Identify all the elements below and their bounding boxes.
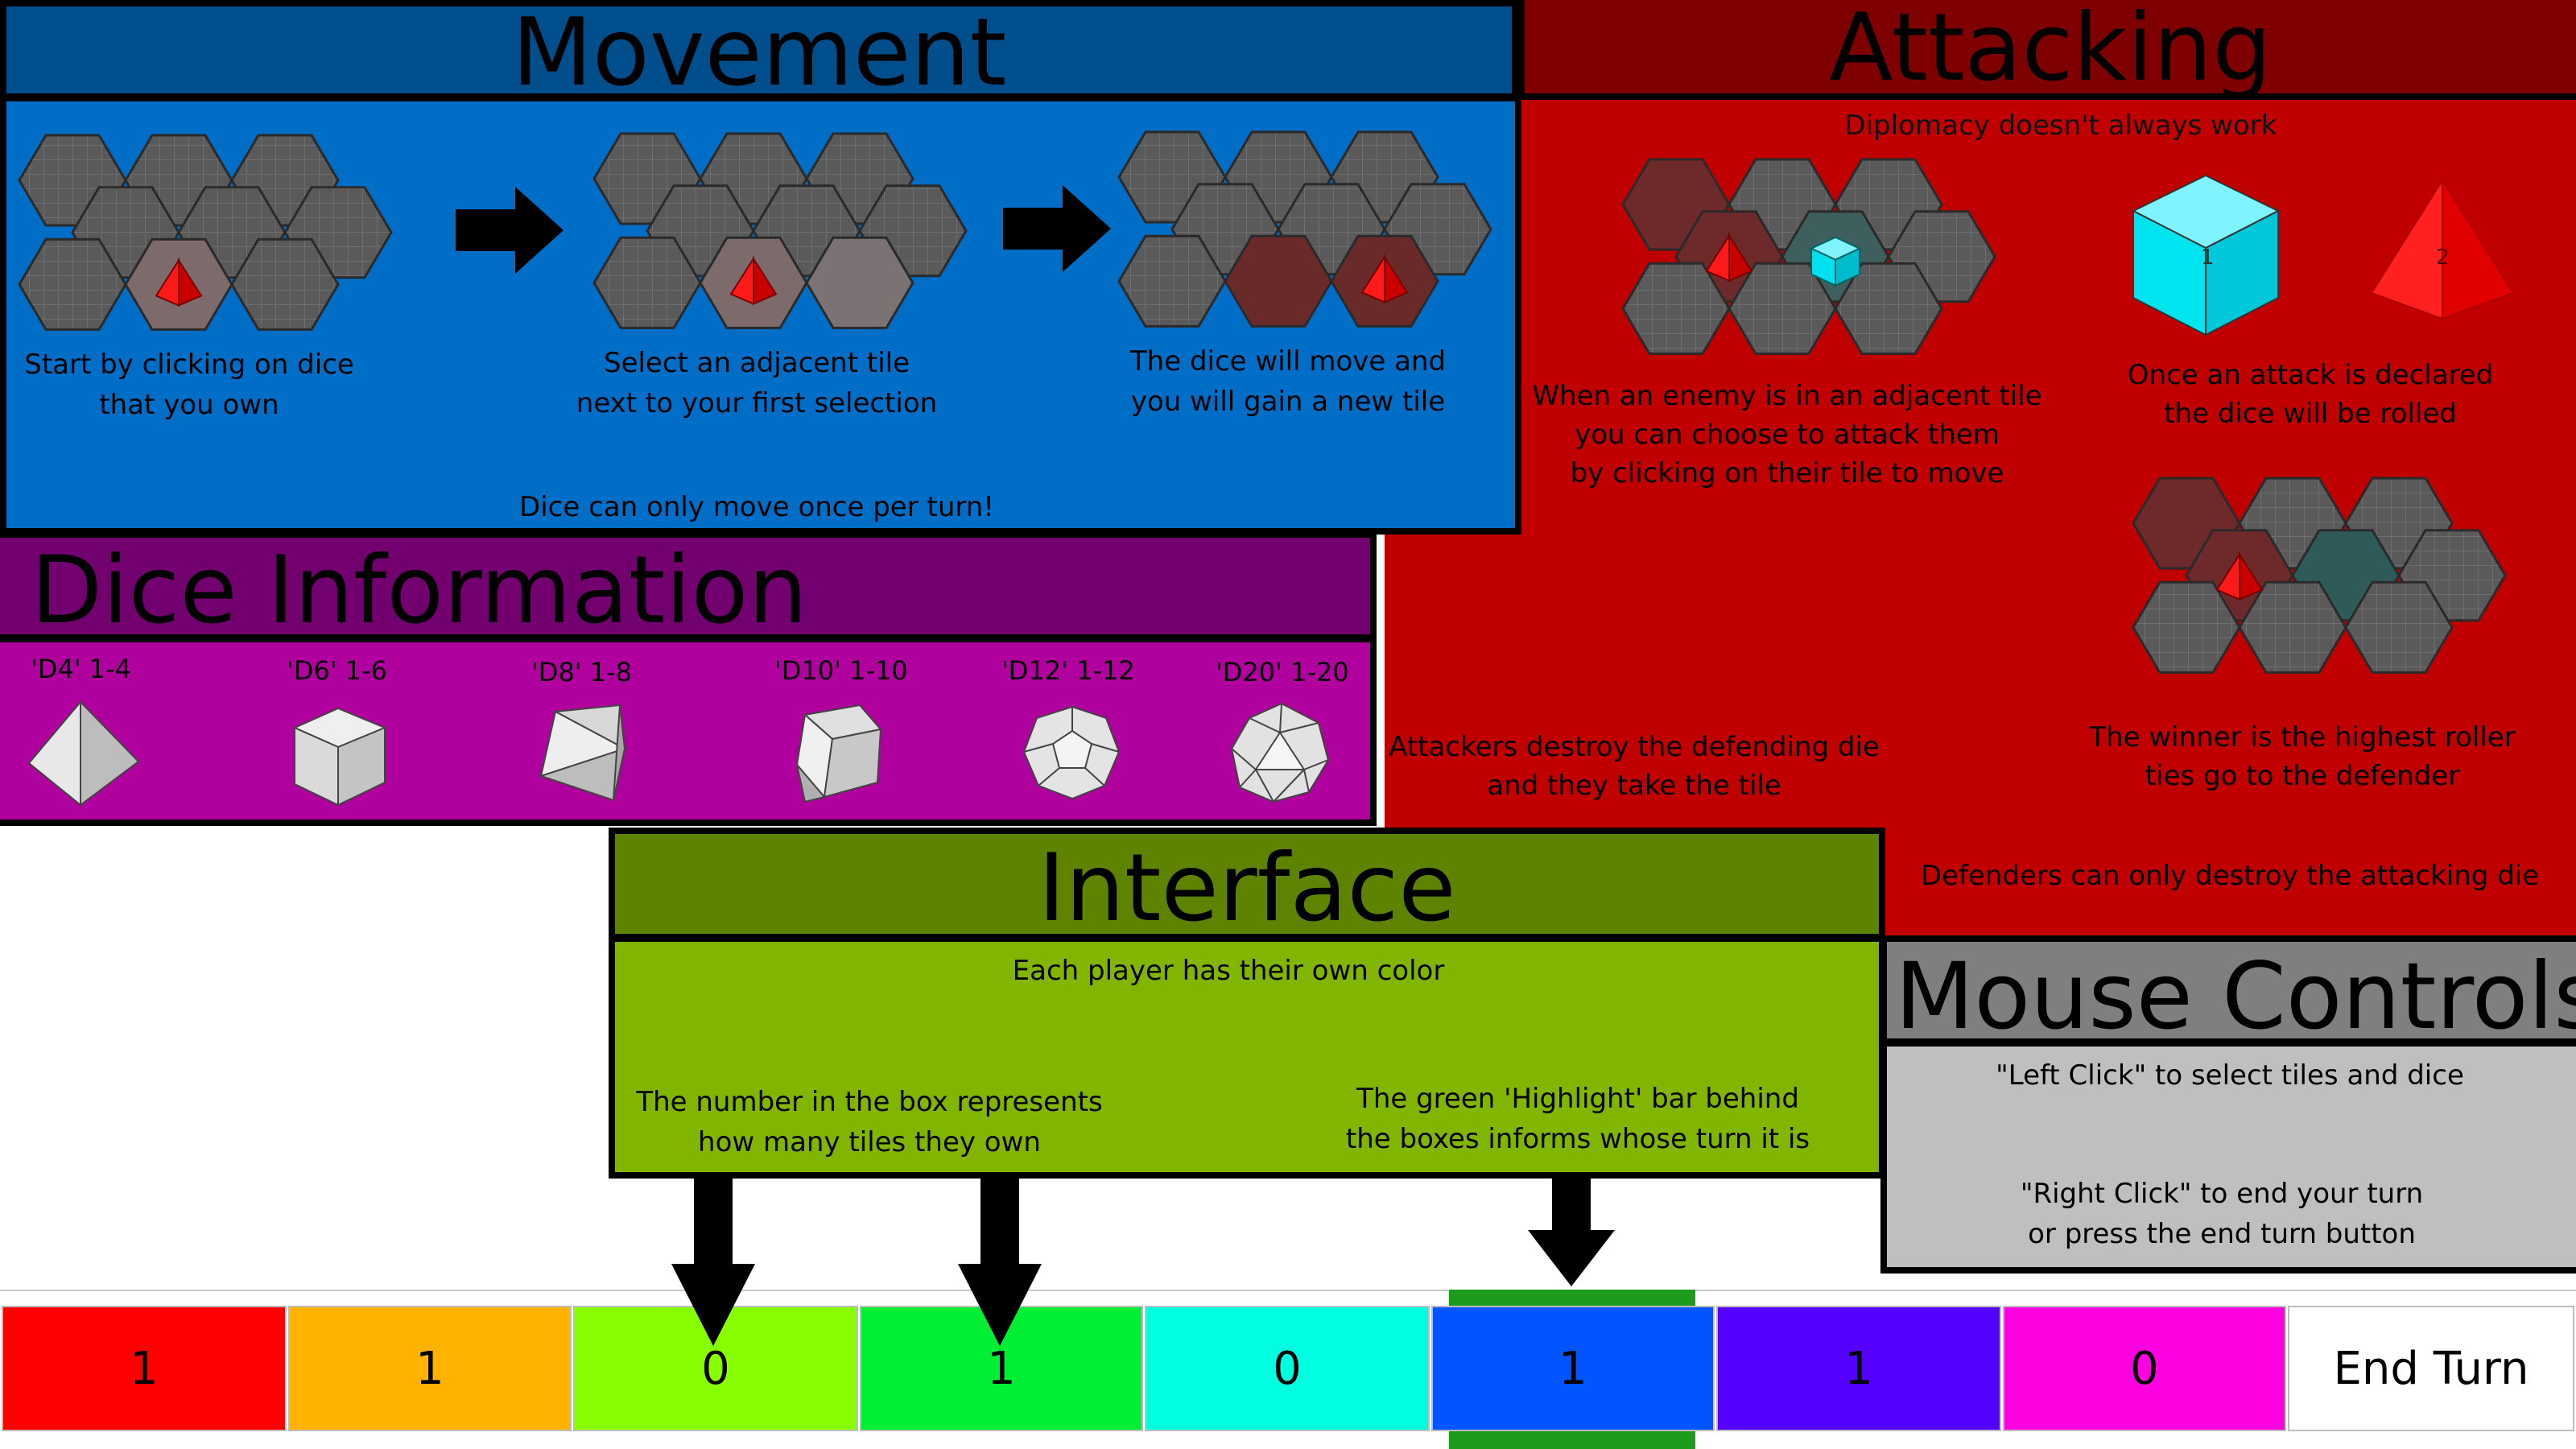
arrow-down-icon [671, 1179, 755, 1346]
cyan-die-icon [1835, 247, 1860, 287]
hex-tile [1117, 234, 1227, 328]
hex-tile [2132, 580, 2241, 674]
attacking-title: Attacking [1829, 0, 2272, 100]
movement-step2-text: Select an adjacent tile next to your fir… [576, 347, 938, 419]
hex-tile [18, 237, 127, 331]
player-tile-count: 1 [415, 1342, 444, 1395]
red-die-icon [178, 257, 203, 307]
player-tile-count: 1 [1558, 1342, 1587, 1395]
interface-highlight-text: The green 'Highlight' bar behind the box… [1345, 1083, 1810, 1155]
dice-label-d10: 'D10' 1-10 [774, 655, 908, 686]
mouse-title: Mouse Controls [1895, 943, 2576, 1050]
player-tile-count: 0 [1273, 1342, 1302, 1395]
arrow-down-icon [958, 1179, 1042, 1346]
dice-label-d4: 'D4' 1-4 [31, 654, 132, 684]
mouse-body [1880, 1040, 2576, 1274]
movement-note: Dice can only move once per turn! [519, 491, 994, 523]
dice-info-title: Dice Information [31, 536, 808, 645]
hex-tile [592, 236, 702, 329]
arrow-down-icon [1528, 1179, 1615, 1286]
player-box-7: 1 [1716, 1306, 2001, 1431]
interface-title: Interface [1038, 834, 1456, 943]
attacking-header: Attacking [1518, 0, 2576, 100]
interface-number-text: The number in the box represents how man… [636, 1086, 1103, 1158]
red-die-icon [753, 255, 778, 305]
hex-tile [1224, 234, 1333, 328]
dice-label-d20: 'D20' 1-20 [1216, 657, 1349, 687]
player-tile-count: 0 [2130, 1342, 2159, 1395]
attacking-winner-text: The winner is the highest roller ties go… [2089, 721, 2516, 792]
cyan-cube-icon: 1 [2131, 174, 2281, 336]
d8-icon [538, 704, 627, 802]
dice-info-body [0, 636, 1377, 826]
movement-title: Movement [511, 0, 1007, 107]
arrow-right-icon [456, 187, 564, 274]
player-box-1: 1 [2, 1306, 287, 1431]
attacking-defenders-text: Defenders can only destroy the attacking… [1920, 860, 2540, 892]
dice-label-d8: 'D8' 1-8 [531, 657, 633, 687]
attacking-rolled-text: Once an attack is declared the dice will… [2127, 359, 2494, 430]
red-pyramid-icon: 2 [2370, 177, 2515, 320]
d4-icon [27, 700, 140, 807]
player-box-5: 0 [1145, 1306, 1430, 1431]
hex-tile [1621, 262, 1731, 355]
movement-step1-text: Start by clicking on dice that you own [24, 349, 354, 421]
hex-tile [230, 237, 340, 331]
cube-label: 1 [2201, 246, 2215, 270]
d12-icon [1022, 705, 1121, 800]
attacking-adjacent-text: When an enemy is in an adjacent tile you… [1532, 380, 2042, 489]
mouse-left-click-text: "Left Click" to select tiles and dice [1996, 1059, 2464, 1092]
interface-color-text: Each player has their own color [1012, 955, 1445, 987]
hex-tile [805, 236, 914, 329]
pyramid-label: 2 [2436, 246, 2450, 270]
player-tile-count: 1 [130, 1342, 159, 1395]
player-box-8: 0 [2003, 1306, 2286, 1431]
hex-tile [2344, 580, 2454, 674]
red-die-icon [1728, 233, 1753, 283]
player-tile-count: 1 [1844, 1342, 1873, 1395]
end-turn-label: End Turn [2333, 1342, 2529, 1395]
player-box-6: 1 [1431, 1306, 1715, 1431]
hex-tile [2238, 580, 2347, 674]
end-turn-button[interactable]: End Turn [2288, 1306, 2574, 1431]
d20-icon [1230, 702, 1330, 803]
dice-info-header: Dice Information [0, 531, 1377, 645]
player-tile-count: 1 [987, 1342, 1016, 1395]
dice-label-d12: 'D12' 1-12 [1001, 655, 1135, 686]
player-tile-count: 0 [701, 1342, 730, 1395]
hex-tile [1834, 262, 1943, 355]
movement-step3-text: The dice will move and you will gain a n… [1129, 345, 1447, 418]
d10-icon [795, 704, 882, 803]
d6-icon [292, 707, 387, 807]
player-box-2: 1 [288, 1306, 572, 1431]
red-die-icon [1384, 254, 1409, 303]
arrow-right-icon [1003, 185, 1111, 272]
dice-label-d6: 'D6' 1-6 [287, 655, 388, 686]
red-die-icon [2239, 551, 2264, 601]
attacking-attackers-text: Attackers destroy the defending die and … [1389, 731, 1880, 802]
attacking-subtitle: Diplomacy doesn't always work [1844, 109, 2277, 142]
mouse-right-click-text: "Right Click" to end your turn or press … [2020, 1178, 2424, 1250]
hex-tile [1728, 262, 1837, 355]
